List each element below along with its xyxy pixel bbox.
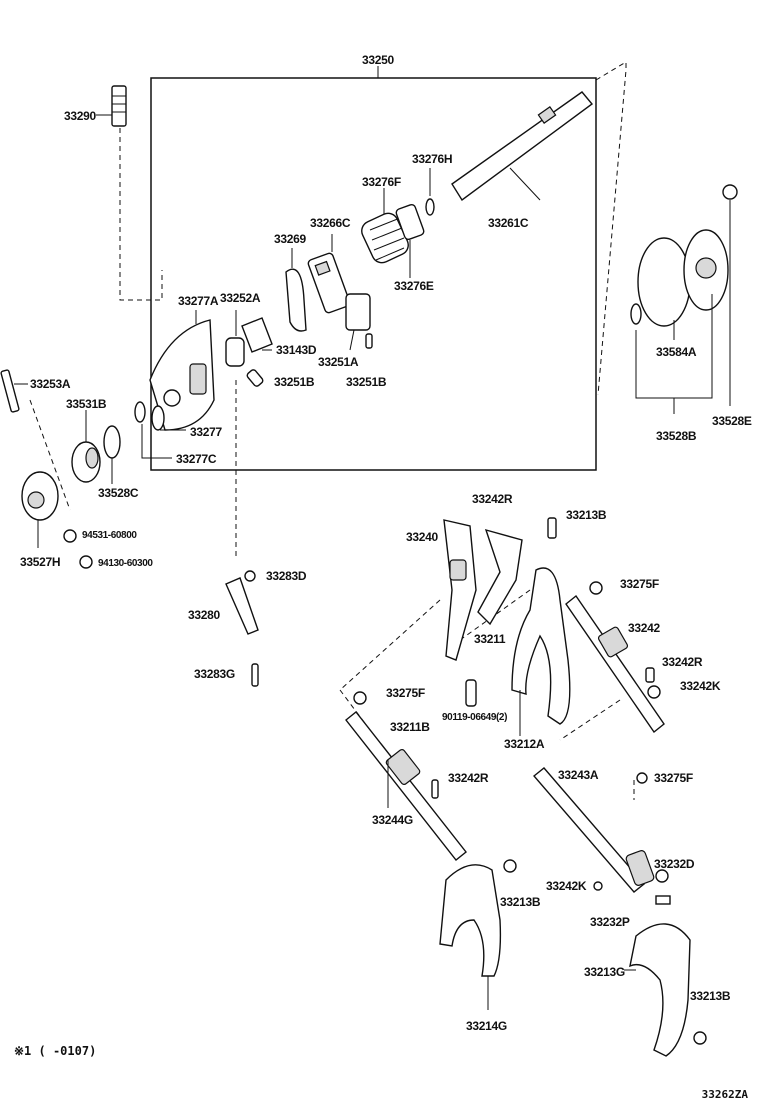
pin-33251B-lower xyxy=(246,369,264,387)
cover-33584A xyxy=(630,229,729,340)
label-33277: 33277 xyxy=(190,425,222,439)
label-33242: 33242 xyxy=(628,621,660,635)
label-33528C: 33528C xyxy=(98,486,139,500)
fork-33213G xyxy=(624,923,707,1057)
label-33213B-top: 33213B xyxy=(566,508,607,522)
housing-33277A xyxy=(149,310,215,431)
plug-33275F-c xyxy=(636,772,648,784)
footnote: ※1 ( -0107) xyxy=(14,1044,97,1058)
label-33269: 33269 xyxy=(274,232,306,246)
label-33211: 33211 xyxy=(474,632,506,646)
label-33251B-left: 33251B xyxy=(274,375,315,389)
label-33276F: 33276F xyxy=(362,175,401,189)
label-33283D: 33283D xyxy=(266,569,307,583)
ring-33277C xyxy=(134,401,146,423)
label-33251A: 33251A xyxy=(318,355,359,369)
label-33276H: 33276H xyxy=(412,152,452,166)
label-33275F-mid: 33275F xyxy=(386,686,425,700)
bracket-33266C xyxy=(307,234,351,314)
label-33275F-right: 33275F xyxy=(620,577,659,591)
shaft-33242 xyxy=(565,594,665,734)
label-33244G: 33244G xyxy=(372,813,413,827)
shaft-33244G xyxy=(345,711,467,861)
collar-33276E xyxy=(395,203,425,278)
label-33528B: 33528B xyxy=(656,429,697,443)
bolt-33528E xyxy=(722,184,738,406)
plug-33275F-a xyxy=(589,581,603,595)
diagram-code: 33262ZA xyxy=(701,1088,748,1101)
label-33213B-mid: 33213B xyxy=(500,895,541,909)
part-33252A xyxy=(225,310,245,367)
label-33242K-low: 33242K xyxy=(546,879,587,893)
bolt-33213B-top xyxy=(547,517,557,539)
bolt-94130 xyxy=(79,555,93,569)
label-94531: 94531-60800 xyxy=(82,530,137,541)
label-33251B-right: 33251B xyxy=(346,375,387,389)
label-33212A: 33212A xyxy=(504,737,545,751)
pin-33242R-c xyxy=(431,779,439,799)
shaft-33243A xyxy=(532,767,671,905)
boot-33531B xyxy=(71,410,101,483)
label-33280: 33280 xyxy=(188,608,220,622)
ring-33277 xyxy=(151,405,165,431)
label-33232D: 33232D xyxy=(654,857,695,871)
housing-33527H xyxy=(21,471,59,548)
label-33290: 33290 xyxy=(64,109,96,123)
label-33242R-top: 33242R xyxy=(472,492,513,506)
label-33275F-low: 33275F xyxy=(654,771,693,785)
label-33143D: 33143D xyxy=(276,343,317,357)
label-33528E: 33528E xyxy=(712,414,752,428)
label-90119: 90119-06649(2) xyxy=(442,712,507,723)
label-33232P: 33232P xyxy=(590,915,630,929)
label-33213B-low: 33213B xyxy=(690,989,731,1003)
nut-94531 xyxy=(63,529,77,543)
label-33252A: 33252A xyxy=(220,291,261,305)
label-33250: 33250 xyxy=(362,53,394,67)
lever-33280 xyxy=(225,570,259,687)
label-33277A: 33277A xyxy=(178,294,219,308)
label-33584A: 33584A xyxy=(656,345,697,359)
label-33277C: 33277C xyxy=(176,452,217,466)
label-33253A: 33253A xyxy=(30,377,71,391)
label-33242R-mid: 33242R xyxy=(448,771,489,785)
label-33276E: 33276E xyxy=(394,279,434,293)
plug-33275F-b xyxy=(353,691,367,705)
lever-33251A xyxy=(345,293,371,351)
assembly-box-33250 xyxy=(150,77,597,471)
label-33214G: 33214G xyxy=(466,1019,507,1033)
ring-33276H xyxy=(425,198,435,216)
label-33261C: 33261C xyxy=(488,216,529,230)
label-33242K-right: 33242K xyxy=(680,679,721,693)
label-33240: 33240 xyxy=(406,530,438,544)
label-33243A: 33243A xyxy=(558,768,599,782)
label-33242R-right: 33242R xyxy=(662,655,703,669)
head-33211 xyxy=(477,528,523,626)
label-33211B: 33211B xyxy=(390,720,430,734)
part-33143D xyxy=(241,317,273,353)
nut-33242K-b xyxy=(593,881,603,891)
bolt-90119 xyxy=(465,679,477,707)
boot-33528C xyxy=(103,425,121,459)
label-33213G: 33213G xyxy=(584,965,625,979)
label-33527H: 33527H xyxy=(20,555,60,569)
spring-33276F xyxy=(361,188,409,264)
bolt-33290 xyxy=(96,85,127,127)
plate-33269 xyxy=(285,248,307,332)
label-33531B: 33531B xyxy=(66,397,107,411)
lever-33240 xyxy=(443,519,477,661)
fork-33212A xyxy=(511,567,571,736)
label-33266C: 33266C xyxy=(310,216,351,230)
shaft-33261C xyxy=(451,91,594,202)
label-33283G: 33283G xyxy=(194,667,235,681)
pin-33253A xyxy=(0,369,28,413)
label-94130: 94130-60300 xyxy=(98,558,153,569)
pin-33251B xyxy=(365,333,373,349)
fork-33214G xyxy=(439,859,517,1010)
